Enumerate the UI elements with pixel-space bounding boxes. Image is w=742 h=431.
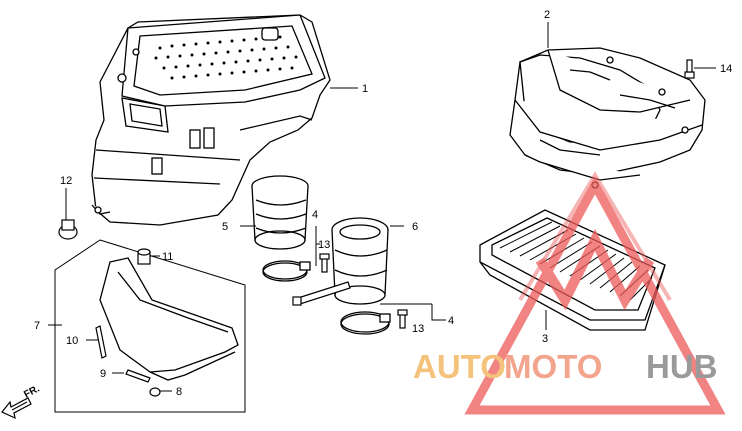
callout-4-upper: 4 [312,209,318,221]
callout-1: 1 [362,83,368,95]
cover-7 [99,257,239,381]
screw-13-long [292,281,351,306]
callout-5: 5 [222,221,228,233]
watermark-hub: HUB [646,348,718,385]
screw-13-upper [319,253,330,273]
clip-8 [149,387,161,397]
watermark-text: AUTO MOTO HUB [413,348,718,385]
drain-plug [58,219,78,240]
group-7-frame [54,239,246,413]
callout-13-upper: 13 [318,239,330,251]
callout-9: 9 [100,368,106,380]
callout-12: 12 [60,175,72,187]
callout-6: 6 [412,221,418,233]
callout-13-lower: 13 [412,323,424,335]
pipe-10 [95,325,107,359]
front-label: FR. [22,383,42,400]
callout-7: 7 [34,320,40,332]
connecting-tube [331,217,389,305]
hose-band-lower [340,311,391,335]
callout-11: 11 [162,251,173,263]
air-cleaner-cover [509,47,706,189]
hose-band-upper [262,260,311,282]
grommet-11 [137,248,151,265]
callout-10: 10 [66,335,78,347]
front-direction-arrow: FR. [1,383,42,420]
bolt-14 [684,59,695,79]
intake-duct [251,175,309,250]
watermark-logo [464,171,726,415]
callout-3: 3 [542,333,548,345]
callout-14: 14 [720,63,732,75]
callout-4-lower: 4 [448,315,454,327]
screw-13-lower [397,309,408,329]
callout-8: 8 [176,386,182,398]
watermark-moto: MOTO [504,348,602,385]
leader-lines [48,22,716,392]
pin-9 [125,369,151,383]
air-cleaner-case [91,14,331,226]
callout-2: 2 [544,9,550,21]
watermark-auto: AUTO [413,348,506,385]
